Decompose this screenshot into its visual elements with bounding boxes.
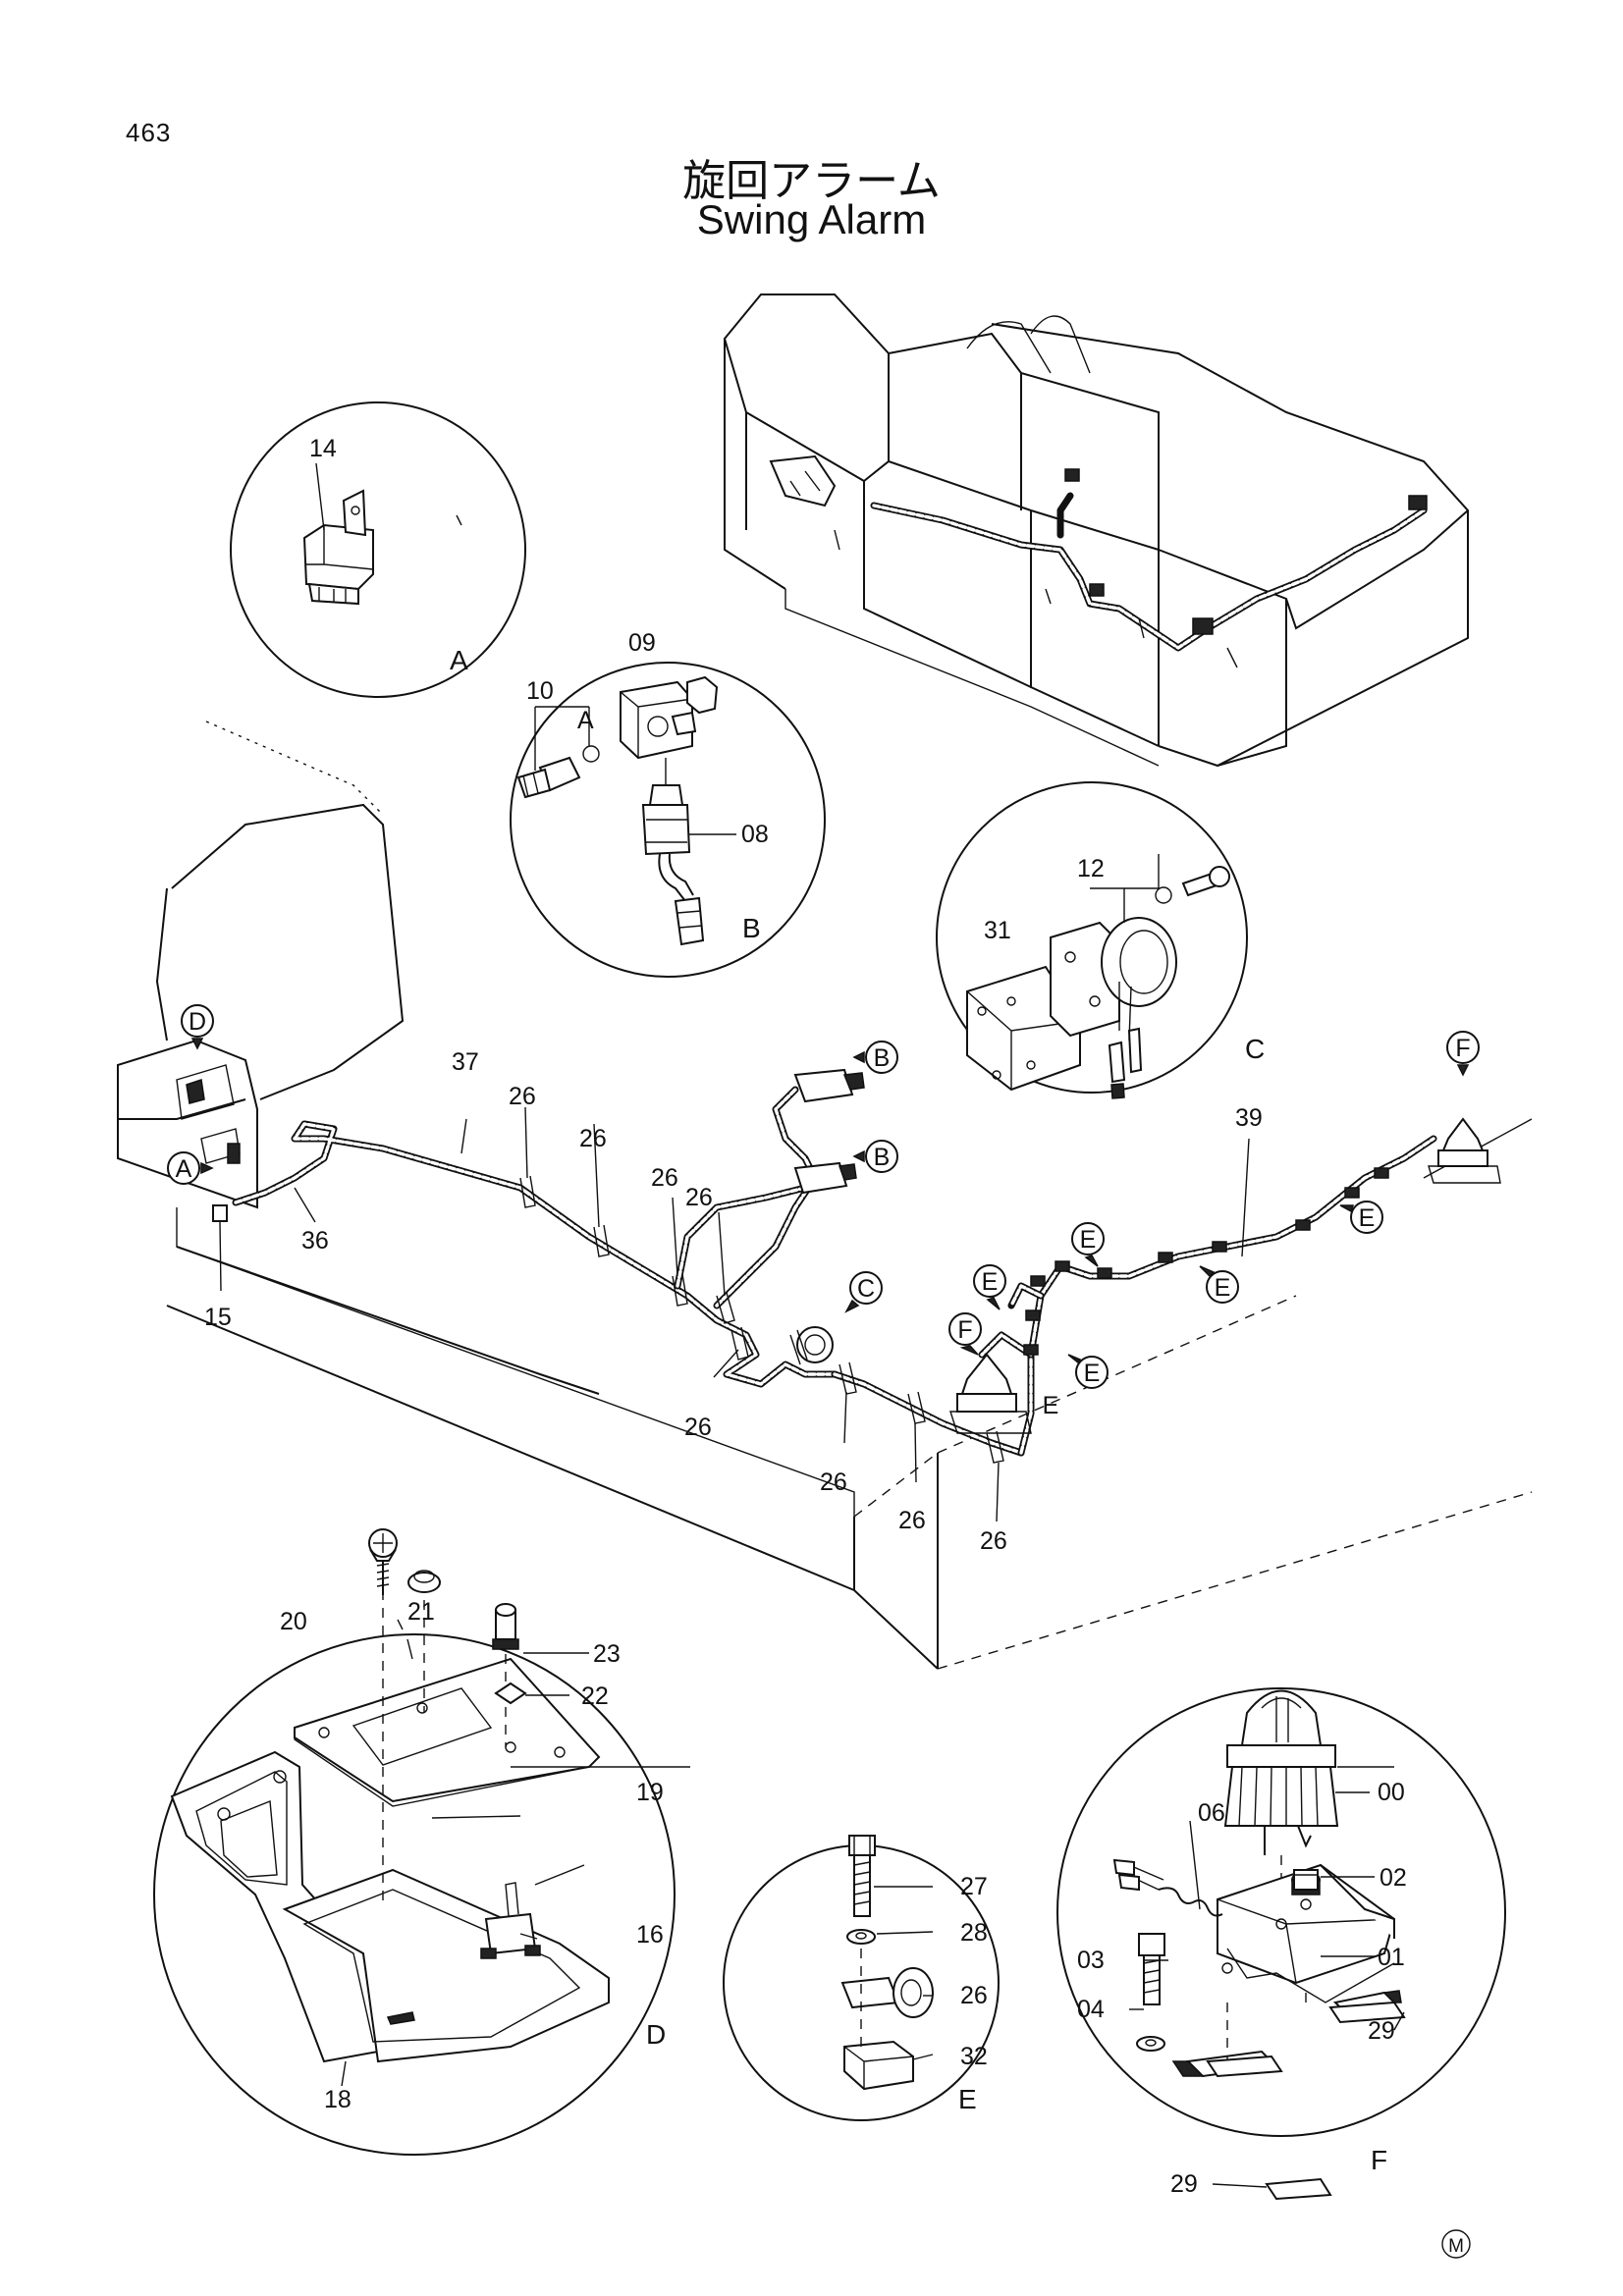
- part-09: 09: [628, 629, 656, 657]
- part-26: 26: [685, 1184, 713, 1211]
- part-26: 26: [651, 1164, 678, 1192]
- svg-text:E: E: [1080, 1226, 1097, 1254]
- part-37: 37: [452, 1048, 479, 1076]
- detail-label-f: F: [1371, 2145, 1387, 2175]
- detail-label-e: E: [958, 2084, 977, 2114]
- callout-e3[interactable]: E: [1067, 1354, 1109, 1389]
- detail-f: [1056, 1687, 1506, 2201]
- detail-label-b: B: [742, 913, 761, 943]
- svg-text:B: B: [874, 1144, 891, 1171]
- part-06: 06: [1198, 1799, 1225, 1827]
- callout-a[interactable]: A: [167, 1151, 214, 1185]
- part-28: 28: [960, 1919, 988, 1947]
- detail-label-c: C: [1245, 1034, 1265, 1064]
- part-a-ring: A: [577, 707, 594, 734]
- part-29: 29: [1170, 2170, 1198, 2198]
- svg-text:D: D: [189, 1008, 206, 1036]
- title-japanese: 旋回アラーム: [682, 156, 941, 206]
- part-15: 15: [204, 1304, 232, 1331]
- callout-f2[interactable]: F: [1446, 1031, 1480, 1077]
- part-36: 36: [301, 1227, 329, 1255]
- callout-f1[interactable]: F: [948, 1312, 982, 1356]
- svg-text:M: M: [1448, 2236, 1464, 2257]
- leader-lines: [219, 514, 1405, 2188]
- detail-e: [723, 1835, 1000, 2121]
- detail-a: [230, 401, 526, 698]
- svg-text:F: F: [957, 1316, 972, 1344]
- part-18: 18: [324, 2086, 352, 2113]
- svg-text:E: E: [982, 1268, 999, 1296]
- detail-c: [936, 781, 1248, 1099]
- svg-text:E: E: [1043, 1392, 1059, 1419]
- callout-e6[interactable]: E: [1043, 1392, 1059, 1419]
- part-29: 29: [1368, 2017, 1395, 2045]
- callout-b2[interactable]: B: [852, 1140, 898, 1173]
- part-26: 26: [684, 1414, 712, 1441]
- part-04: 04: [1077, 1996, 1105, 2023]
- part-02: 02: [1380, 1864, 1407, 1892]
- part-26: 26: [980, 1527, 1007, 1555]
- page-number: 463: [126, 118, 172, 147]
- callout-e1[interactable]: E: [973, 1264, 1006, 1310]
- part-26: 26: [509, 1083, 536, 1110]
- callout-d[interactable]: D: [181, 1004, 214, 1050]
- detail-labels: A B C D E F: [450, 645, 1387, 2175]
- svg-text:F: F: [1455, 1035, 1470, 1062]
- part-32: 32: [960, 2043, 988, 2070]
- svg-text:E: E: [1084, 1360, 1101, 1387]
- callout-b1[interactable]: B: [852, 1041, 898, 1074]
- part-20: 20: [280, 1608, 307, 1635]
- svg-text:A: A: [176, 1155, 192, 1183]
- svg-text:B: B: [874, 1044, 891, 1072]
- callout-c[interactable]: C: [844, 1271, 883, 1313]
- callout-e5[interactable]: E: [1339, 1201, 1383, 1234]
- part-23: 23: [593, 1640, 621, 1668]
- svg-text:E: E: [1359, 1204, 1376, 1232]
- part-12: 12: [1077, 855, 1105, 882]
- part-26: 26: [820, 1468, 847, 1496]
- part-26: 26: [579, 1125, 607, 1152]
- part-00: 00: [1378, 1779, 1405, 1806]
- part-26: 26: [960, 1982, 988, 2009]
- callout-e2[interactable]: E: [1071, 1222, 1105, 1267]
- detail-b: [510, 662, 826, 978]
- part-39: 39: [1235, 1104, 1263, 1132]
- part-26: 26: [898, 1507, 926, 1534]
- part-labels: 14 09 10 A 08 12 31 37 26 26 26 26 26 26…: [204, 435, 1407, 2198]
- title-english: Swing Alarm: [696, 196, 927, 242]
- callout-e4[interactable]: E: [1199, 1265, 1239, 1304]
- part-27: 27: [960, 1873, 988, 1900]
- svg-text:C: C: [857, 1275, 875, 1303]
- machine-overview: [723, 294, 1469, 768]
- detail-label-d: D: [646, 2019, 666, 2050]
- part-08: 08: [741, 821, 769, 848]
- callouts: D A B B C F F: [167, 1004, 1480, 1419]
- detail-d: [153, 1528, 676, 2156]
- part-31: 31: [984, 917, 1011, 944]
- part-22: 22: [581, 1682, 609, 1710]
- part-10: 10: [526, 677, 554, 705]
- detail-label-a: A: [450, 645, 468, 675]
- machine-body: [117, 721, 1533, 1670]
- part-01: 01: [1378, 1944, 1405, 1971]
- part-03: 03: [1077, 1947, 1105, 1974]
- svg-text:E: E: [1215, 1274, 1231, 1302]
- wire-harness: [212, 1068, 1501, 1464]
- part-14: 14: [309, 435, 337, 462]
- m-mark: M: [1441, 2229, 1471, 2259]
- part-19: 19: [636, 1779, 664, 1806]
- part-16: 16: [636, 1921, 664, 1949]
- part-21: 21: [407, 1598, 435, 1626]
